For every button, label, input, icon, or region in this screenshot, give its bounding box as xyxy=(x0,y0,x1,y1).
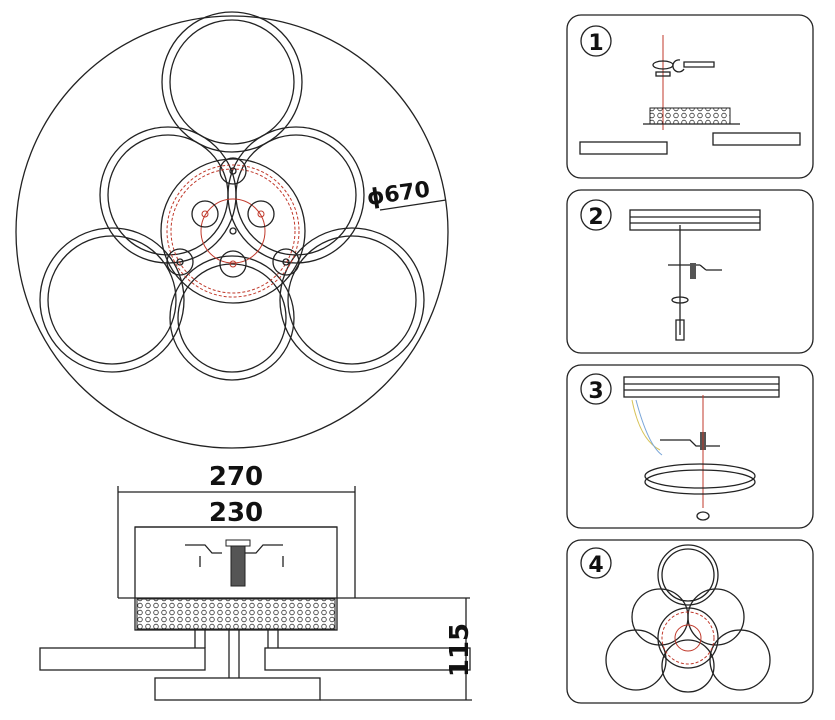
inner-width-label: 230 xyxy=(209,498,263,528)
outer-diameter-circle xyxy=(15,15,449,449)
step-number: 3 xyxy=(588,379,603,404)
step-2-panel xyxy=(566,189,814,354)
diameter-dimension-line xyxy=(379,199,447,211)
diameter-label: ϕ670 xyxy=(365,177,431,211)
height-label: 115 xyxy=(445,623,475,677)
step-1-panel xyxy=(566,14,814,179)
plan-view: ϕ670 xyxy=(15,11,449,449)
hub xyxy=(160,157,306,304)
step-4-panel xyxy=(566,539,814,704)
step-3-panel xyxy=(566,364,814,529)
step-number: 4 xyxy=(588,553,603,578)
perforated-band xyxy=(136,598,336,630)
step-number: 1 xyxy=(588,31,603,56)
side-view: 270 230 115 xyxy=(39,462,475,701)
step-number: 2 xyxy=(588,205,603,230)
rings xyxy=(39,11,425,381)
outer-width-label: 270 xyxy=(209,462,263,492)
